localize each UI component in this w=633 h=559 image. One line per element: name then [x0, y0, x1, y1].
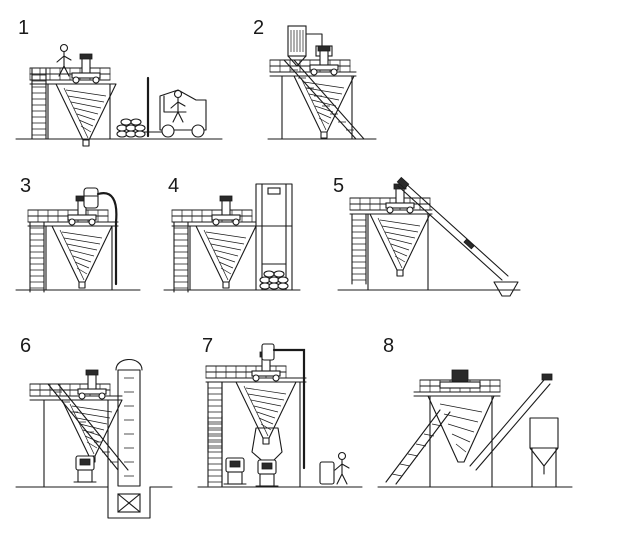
panel-1: 1: [15, 17, 223, 147]
hose-icon: [96, 192, 118, 286]
panel-7: 7: [197, 335, 363, 488]
panel-number-8: 8: [383, 335, 394, 357]
drum-icon: [319, 461, 335, 485]
packing-machine-icon: [223, 457, 247, 485]
panel-2: 2: [253, 17, 377, 140]
forklift-icon: [140, 76, 207, 138]
panel-5: 5: [333, 175, 521, 297]
worker-icon: [56, 43, 72, 77]
vacuum-feeder-icon: [261, 343, 306, 470]
sack-stack-icon: [259, 270, 289, 290]
screw-conveyor-icon: [396, 176, 509, 281]
lift-tower-icon: [255, 183, 293, 291]
ladder-icon: [29, 221, 45, 293]
conical-mixer-icon: [427, 369, 495, 463]
silo-icon: [529, 417, 559, 488]
pit-icon: [107, 486, 151, 519]
panel-number-4: 4: [168, 175, 179, 197]
platform-icon: [205, 365, 307, 488]
ladder-icon: [351, 213, 367, 285]
ladder-icon: [173, 221, 189, 293]
panel-number-7: 7: [202, 335, 213, 357]
panel-3: 3: [15, 175, 141, 293]
stair-icon: [385, 409, 451, 485]
stair-icon: [283, 59, 365, 140]
ladder-icon: [207, 381, 223, 453]
panel-4: 4: [163, 175, 301, 293]
screw-conveyor-icon: [469, 373, 553, 471]
worker-icon: [334, 451, 350, 485]
panel-number-2: 2: [253, 17, 264, 39]
bucket-elevator-icon: [115, 358, 143, 487]
vacuum-feeder-icon: [83, 187, 99, 209]
panel-number-5: 5: [333, 175, 344, 197]
panel-6: 6: [15, 335, 173, 519]
packer-icon: [73, 455, 97, 483]
sack-stack-icon: [116, 118, 146, 138]
panel-number-1: 1: [18, 17, 29, 39]
panel-8: 8: [377, 335, 573, 488]
hopper-icon: [493, 281, 519, 297]
panel-number-6: 6: [20, 335, 31, 357]
stair-icon: [47, 383, 129, 471]
panel-number-3: 3: [20, 175, 31, 197]
